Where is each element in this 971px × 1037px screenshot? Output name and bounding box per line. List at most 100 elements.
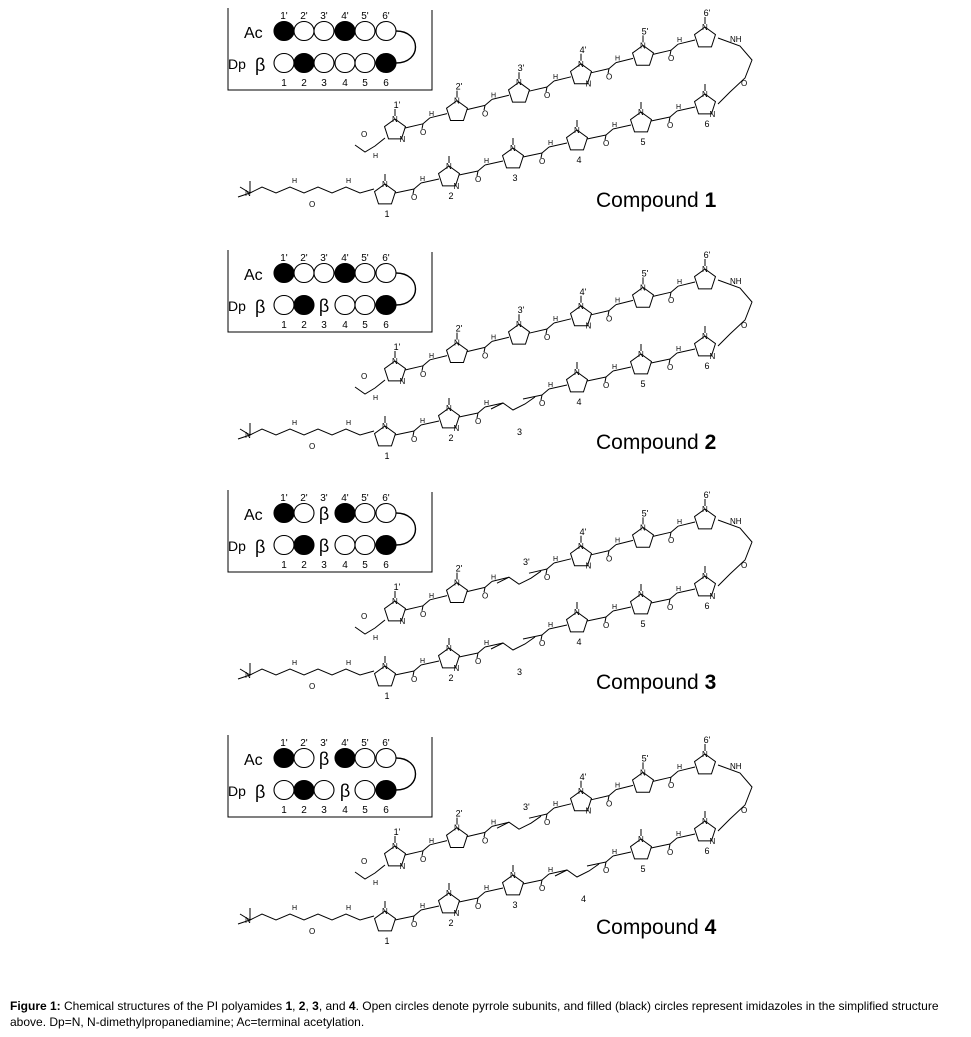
carbonyl-oxygen-label: O [603,866,609,875]
beta-alanine-chain [490,396,536,411]
carbonyl-oxygen-label: O [603,621,609,630]
turn-nh-label: NH [730,35,742,44]
structure-unit-number-prime: 6' [704,490,711,500]
figure-caption: Figure 1: Chemical structures of the PI … [10,998,965,1030]
acetyl-nh-label: H [373,395,378,402]
ring-nitrogen-label: N [585,807,591,816]
carbonyl-oxygen-label: O [482,351,488,360]
bond-line [483,105,486,111]
pyrrole-circle [354,747,376,769]
amide-h-label: H [677,764,682,771]
bond-line [605,128,614,136]
bond-line [404,605,424,611]
carbonyl-oxygen-label: O [606,73,612,82]
amide-h-label: H [676,346,681,353]
ring-nitrogen-label: N [585,322,591,331]
dp-beta-symbol: β [255,297,265,317]
bottom-position-number: 3 [321,78,327,89]
dp-carbonyl-label: O [309,200,315,209]
structure-unit-number: 5 [640,619,645,629]
carbonyl-oxygen-label: O [482,836,488,845]
amide-h-label: H [429,111,434,118]
bond-line [466,586,486,593]
caption-compound-4: 4 [348,999,356,1013]
bond-line [545,328,548,335]
beta-alanine-symbol: β [319,536,329,556]
structure-unit-number-prime: 2' [456,564,463,574]
acetyl-label: Ac [244,752,263,769]
top-position-number: 6' [382,11,390,22]
dp-nh-label: H [346,660,351,667]
carbonyl-oxygen-label: O [544,573,550,582]
amide-h-label: H [612,849,617,856]
ring-nitrogen-label: N [585,80,591,89]
bond-line [652,49,672,55]
structure-unit-number-prime: 6' [704,250,711,260]
hairpin-turn-arc [395,757,417,791]
carbonyl-oxygen-label: O [603,381,609,390]
pyrrole-ring [373,665,397,687]
gamma-turn-linker [717,37,753,105]
carbonyl-oxygen-label: O [668,781,674,790]
pyrrole-ring [693,508,717,530]
beta-alanine-chain [496,570,542,585]
ring-nitrogen-label: N [574,368,580,377]
pyrrole-ring [629,111,653,133]
amide-h-label: H [615,538,620,545]
ring-nitrogen-label: N [382,907,388,916]
structure-unit-number-prime: 3' [523,557,530,567]
pyrrole-circle [354,262,376,284]
carbonyl-oxygen-label: O [411,193,417,202]
structure-unit-number: 2 [448,673,453,683]
imidazole-circle [375,52,397,74]
bond-line [670,43,679,51]
imidazole-circle [273,502,295,524]
imidazole-circle [375,779,397,801]
dp-beta-symbol: β [255,782,265,802]
acetyl-nh-label: H [373,880,378,887]
bond-line [484,826,493,833]
pyrrole-ring [631,286,655,308]
amide-h-label: H [676,831,681,838]
bond-line [394,430,415,436]
ring-nitrogen-label: N [382,422,388,431]
ring-nitrogen-label: N [702,90,708,99]
imidazole-ring [569,545,593,567]
bond-line [466,346,486,353]
ring-nitrogen-label: N [578,60,584,69]
bond-line [476,897,479,904]
acetyl-oxygen-label: O [361,612,367,621]
top-position-number: 3' [320,11,328,22]
dp-nh-label: H [292,660,297,667]
compound-label: Compound 3 [596,671,716,694]
caption-lead: Chemical structures of the PI polyamides [60,999,286,1013]
bottom-position-number: 5 [362,560,368,571]
imidazole-ring [437,892,461,914]
bond-line [429,113,448,119]
bond-line [612,606,632,612]
pyrrole-circle [313,779,335,801]
structure-unit-number-prime: 4' [580,287,587,297]
bond-line [669,592,678,600]
gamma-turn-linker [717,279,753,347]
structure-unit-number: 6 [704,119,709,129]
bottom-position-number: 3 [321,560,327,571]
bond-line [394,670,415,676]
bond-line [612,366,632,372]
acetyl-nh-label: H [373,153,378,160]
bond-line [586,134,607,140]
carbonyl-oxygen-label: O [420,855,426,864]
structure-unit-number: 4 [576,637,581,647]
amide-h-label: H [484,640,489,647]
amide-h-label: H [615,298,620,305]
top-position-number: 1' [280,493,288,504]
dp-nh-label: H [292,420,297,427]
imidazole-circle [293,779,315,801]
acetyl-nh-label: H [373,635,378,642]
ring-nitrogen-label: N [640,41,646,50]
bond-line [669,532,672,538]
ring-nitrogen-label: N [392,115,398,124]
structure-unit-number: 2 [448,918,453,928]
carbonyl-oxygen-label: O [668,296,674,305]
